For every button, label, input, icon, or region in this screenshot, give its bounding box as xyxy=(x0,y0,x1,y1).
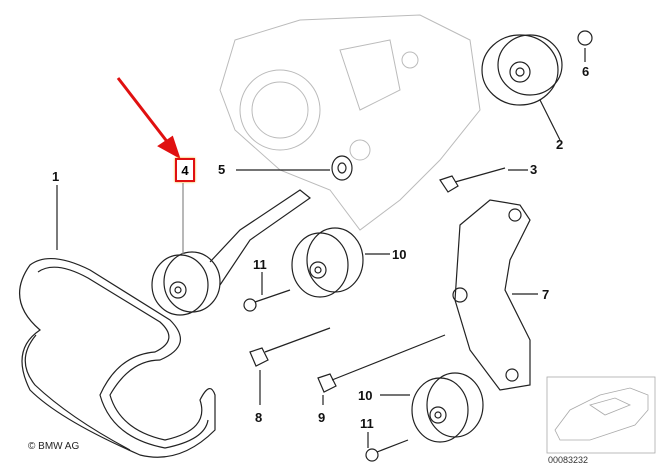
part-10-idler-pulley xyxy=(291,227,364,298)
callout-9[interactable]: 9 xyxy=(318,410,326,425)
callout-6[interactable]: 6 xyxy=(582,64,590,79)
callout-11-lower[interactable]: 11 xyxy=(360,416,374,431)
part-9-bolt xyxy=(317,334,446,393)
part-5-spacer xyxy=(331,155,353,181)
copyright-text: © BMW AG xyxy=(28,441,80,452)
callout-10-upper[interactable]: 10 xyxy=(392,247,407,262)
part-7-bracket xyxy=(452,199,531,391)
callout-8[interactable]: 8 xyxy=(255,410,263,425)
part-11-bolt-lower xyxy=(365,439,409,462)
part-6-nut xyxy=(577,30,593,46)
callout-10-lower[interactable]: 10 xyxy=(358,388,373,403)
callout-3[interactable]: 3 xyxy=(530,162,538,177)
callout-7[interactable]: 7 xyxy=(542,287,550,302)
drawing-number: 00083232 xyxy=(548,455,589,465)
callout-1[interactable]: 1 xyxy=(52,169,60,184)
part-4-tension-pulley xyxy=(151,189,312,316)
part-1-ribbed-belt xyxy=(19,257,216,458)
part-3-bolt xyxy=(439,167,506,193)
callout-2[interactable]: 2 xyxy=(556,137,564,152)
car-thumbnail xyxy=(546,376,656,454)
part-11-bolt xyxy=(243,289,291,312)
callout-11-upper[interactable]: 11 xyxy=(253,257,267,272)
callout-5[interactable]: 5 xyxy=(218,162,226,177)
part-10-idler-pulley-lower xyxy=(411,372,484,443)
leader-2 xyxy=(539,99,561,141)
engine-block-outline xyxy=(219,14,481,231)
part-8-bolt xyxy=(249,327,331,367)
red-arrow-icon xyxy=(116,77,181,160)
part-2-belt-tensioner xyxy=(481,34,563,106)
callout-4-highlighted[interactable]: 4 xyxy=(175,158,195,182)
